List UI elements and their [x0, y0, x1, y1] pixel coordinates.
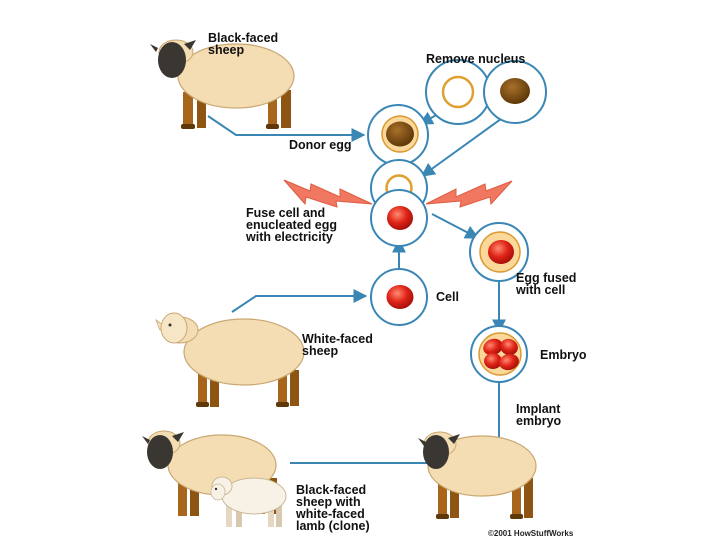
label-black-faced-with-lamb: Black-faced sheep with white-faced lamb … — [296, 484, 370, 532]
donor-body-cell — [371, 269, 427, 325]
arrow-white-sheep-to-cell — [232, 296, 366, 312]
arrow-fusion-to-egg-fused — [432, 214, 478, 238]
arrows — [208, 111, 512, 463]
left-lightning-icon — [284, 180, 372, 207]
remove-nucleus-cells — [426, 60, 546, 124]
credit-text: ©2001 HowStuffWorks — [488, 529, 573, 538]
label-remove-nucleus: Remove nucleus — [426, 53, 525, 65]
label-black-faced-sheep: Black-faced sheep — [208, 32, 278, 56]
surrogate-sheep-icon — [418, 432, 536, 519]
right-lightning-icon — [426, 181, 512, 207]
label-embryo: Embryo — [540, 349, 587, 361]
label-cell: Cell — [436, 291, 459, 303]
label-egg-fused: Egg fused with cell — [516, 272, 576, 296]
label-donor-egg: Donor egg — [289, 139, 352, 151]
white-faced-lamb-icon — [211, 477, 286, 527]
label-fuse-cell: Fuse cell and enucleated egg with electr… — [246, 207, 337, 243]
label-white-faced-sheep: White-faced sheep — [302, 333, 373, 357]
label-implant-embryo: Implant embryo — [516, 403, 561, 427]
white-faced-sheep-icon — [156, 313, 304, 407]
embryo-cell — [471, 326, 527, 382]
donor-egg-cell — [368, 105, 428, 165]
fusion-cells — [371, 160, 427, 246]
